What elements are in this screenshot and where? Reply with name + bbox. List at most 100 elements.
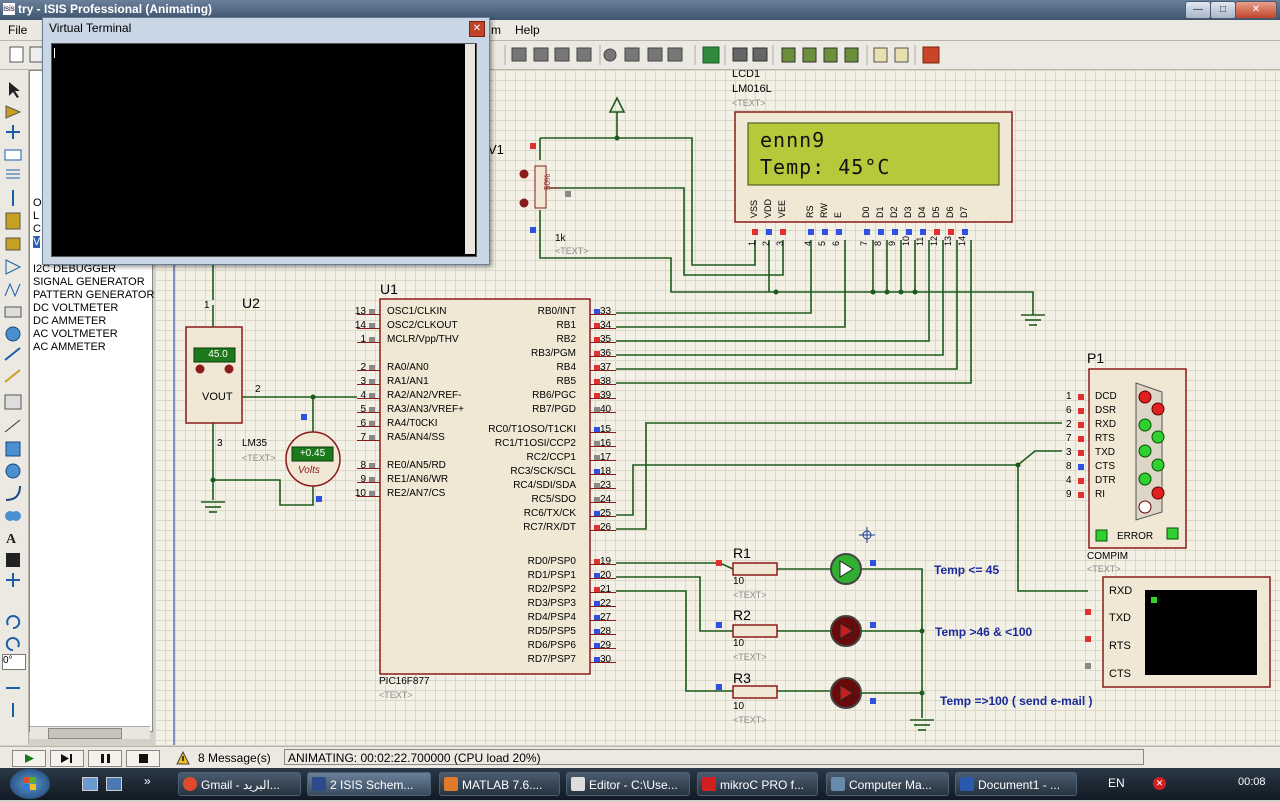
mcu-pin-name: RD3/PSP3 xyxy=(527,598,576,609)
mcu-pin-name: RC4/SDI/SDA xyxy=(513,480,576,491)
vterm-scrollbar[interactable] xyxy=(465,44,475,254)
mcu-pin-name: RA0/AN0 xyxy=(387,362,429,373)
task-matlab[interactable]: MATLAB 7.6.... xyxy=(439,772,560,796)
led-red-2[interactable] xyxy=(830,615,862,647)
p1-pin-number: 6 xyxy=(1066,405,1072,416)
p1-pin-name: RTS xyxy=(1095,433,1115,444)
task-mikroc[interactable]: mikroC PRO f... xyxy=(697,772,818,796)
mcu-pin-lead xyxy=(590,328,616,329)
p1-pin-name: TXD xyxy=(1095,447,1115,458)
device-item-selected[interactable]: V xyxy=(33,236,41,248)
mcu-pin-number: 3 xyxy=(360,376,366,387)
mcu-pin-lead xyxy=(590,488,616,489)
p1-ref: P1 xyxy=(1087,350,1105,366)
task-computer-management[interactable]: Computer Ma... xyxy=(826,772,949,796)
schematic-workspace[interactable]: 50% xyxy=(155,70,1280,745)
virtual-terminal-2[interactable] xyxy=(1085,576,1271,688)
lcd-pin-state xyxy=(934,229,940,235)
led-red-3[interactable] xyxy=(830,677,862,709)
p1-pin-number: 8 xyxy=(1066,461,1072,472)
quicklaunch-more-icon[interactable]: » xyxy=(144,774,151,788)
editor-icon xyxy=(571,777,585,791)
lcd-pin-number: 8 xyxy=(873,240,883,246)
lcd-pin-name: D7 xyxy=(959,206,969,218)
p1-pin-number: 7 xyxy=(1066,433,1072,444)
device-item[interactable]: PATTERN GENERATOR xyxy=(33,289,155,301)
pot-ref: V1 xyxy=(488,142,504,157)
r2-text: <TEXT> xyxy=(733,652,767,662)
mcu-pin-state xyxy=(369,337,375,343)
p1-pin-name: RI xyxy=(1095,489,1105,500)
vterm-screen[interactable] xyxy=(51,43,477,257)
task-word[interactable]: Document1 - ... xyxy=(955,772,1077,796)
vterm-cursor xyxy=(54,48,55,58)
mcu-pin-lead xyxy=(590,634,616,635)
device-item[interactable]: AC VOLTMETER xyxy=(33,328,118,340)
schematic-canvas: 50% xyxy=(173,70,1271,745)
device-item[interactable]: DC AMMETER xyxy=(33,315,107,327)
task-gmail[interactable]: Gmail - البريد... xyxy=(178,772,301,796)
mcu-pin-number: 22 xyxy=(600,598,612,609)
vterm-close-button[interactable]: ✕ xyxy=(469,21,485,37)
scrollbar-thumb[interactable] xyxy=(48,728,122,739)
title-bar: isis try - ISIS Professional (Animating)… xyxy=(0,0,1280,20)
language-indicator[interactable]: EN xyxy=(1108,776,1125,790)
pot-value: 1k xyxy=(555,233,566,244)
menu-help[interactable]: Help xyxy=(515,23,540,37)
maximize-button[interactable]: □ xyxy=(1210,1,1236,19)
pic-mcu[interactable] xyxy=(379,298,591,675)
lcd-pin-name: E xyxy=(833,211,843,218)
device-item[interactable]: C xyxy=(33,223,41,235)
mcu-pin-state xyxy=(369,407,375,413)
u2-part: LM35 xyxy=(242,438,268,449)
task-editor[interactable]: Editor - C:\Use... xyxy=(566,772,690,796)
lm35-sensor[interactable] xyxy=(185,326,243,424)
potentiometer[interactable]: 50% xyxy=(519,143,572,233)
p1-pin-state xyxy=(1078,450,1084,456)
mcu-pin-state xyxy=(594,393,600,399)
menu-file[interactable]: File xyxy=(8,23,28,37)
messages-count[interactable]: 8 Message(s) xyxy=(198,751,271,765)
start-button[interactable] xyxy=(10,769,50,799)
play-button[interactable] xyxy=(12,750,46,767)
device-item[interactable]: O xyxy=(33,197,42,209)
pause-button[interactable] xyxy=(88,750,122,767)
close-button[interactable]: ✕ xyxy=(1235,1,1277,19)
virtual-terminal-window[interactable]: Virtual Terminal ✕ xyxy=(42,17,490,265)
mcu-pin-number: 36 xyxy=(600,348,612,359)
mcu-pin-number: 27 xyxy=(600,612,612,623)
warning-icon xyxy=(176,751,190,765)
mcu-pin-name: RB0/INT xyxy=(537,306,576,317)
minimize-button[interactable]: — xyxy=(1185,1,1211,19)
mcu-pin-name: RB6/PGC xyxy=(532,390,576,401)
mcu-pin-number: 20 xyxy=(600,570,612,581)
mcu-pin-state xyxy=(594,497,600,503)
device-item[interactable]: DC VOLTMETER xyxy=(33,302,119,314)
clock[interactable]: 00:08 xyxy=(1238,776,1266,788)
voltmeter[interactable] xyxy=(285,414,341,502)
step-button[interactable] xyxy=(50,750,84,767)
compim-port[interactable] xyxy=(1088,368,1187,549)
task-isis[interactable]: 2 ISIS Schem... xyxy=(307,772,431,796)
mcu-pin-state xyxy=(594,525,600,531)
led-green[interactable] xyxy=(830,553,862,585)
mcu-pin-number: 7 xyxy=(360,432,366,443)
mcu-pin-lead xyxy=(590,432,616,433)
p1-pin-name: RXD xyxy=(1095,419,1117,430)
device-item[interactable]: I2C DEBUGGER xyxy=(33,263,117,275)
device-item[interactable]: SIGNAL GENERATOR xyxy=(33,276,145,288)
lcd-module[interactable] xyxy=(734,111,1013,223)
r1-ref: R1 xyxy=(733,545,751,561)
lcd-pin-state xyxy=(780,229,786,235)
device-item[interactable]: AC AMMETER xyxy=(33,341,106,353)
menu-m[interactable]: m xyxy=(491,23,501,37)
show-desktop-icon[interactable] xyxy=(82,777,98,791)
network-error-icon[interactable]: ✕ xyxy=(1153,777,1166,790)
rotation-field[interactable]: 0° xyxy=(2,654,26,670)
device-item[interactable]: L xyxy=(33,210,40,222)
device-list-scrollbar[interactable] xyxy=(30,726,150,739)
switch-windows-icon[interactable] xyxy=(106,777,122,791)
mcu-pin-number: 21 xyxy=(600,584,612,595)
stop-button[interactable] xyxy=(126,750,160,767)
mcu-pin-number: 8 xyxy=(360,460,366,471)
